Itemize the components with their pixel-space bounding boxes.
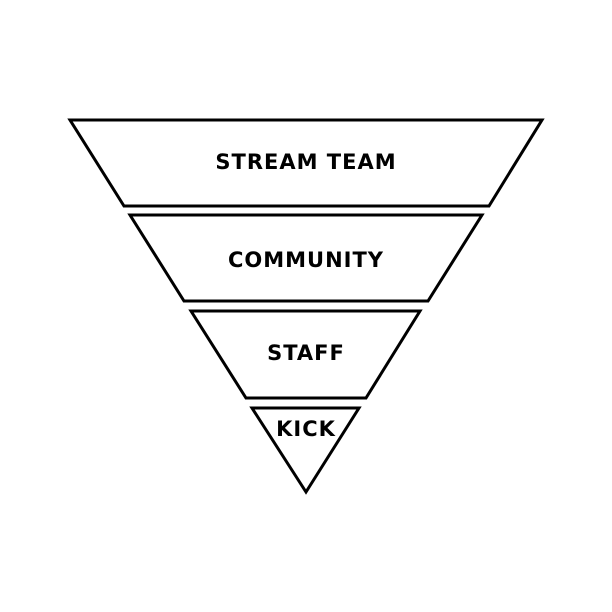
tier-community: COMMUNITY [127, 213, 485, 303]
tier-kick-shape [249, 406, 362, 495]
tier-stream-team-label: STREAM TEAM [215, 150, 396, 174]
tier-kick-label: KICK [276, 417, 336, 441]
tier-stream-team: STREAM TEAM [67, 118, 545, 208]
tier-stream-team-shape [67, 118, 545, 208]
tier-kick: KICK [249, 406, 362, 495]
tier-staff-label: STAFF [267, 341, 345, 365]
tier-staff-shape [188, 309, 423, 400]
tier-staff: STAFF [188, 309, 423, 400]
tier-community-shape [127, 213, 485, 303]
tier-community-label: COMMUNITY [228, 248, 384, 272]
